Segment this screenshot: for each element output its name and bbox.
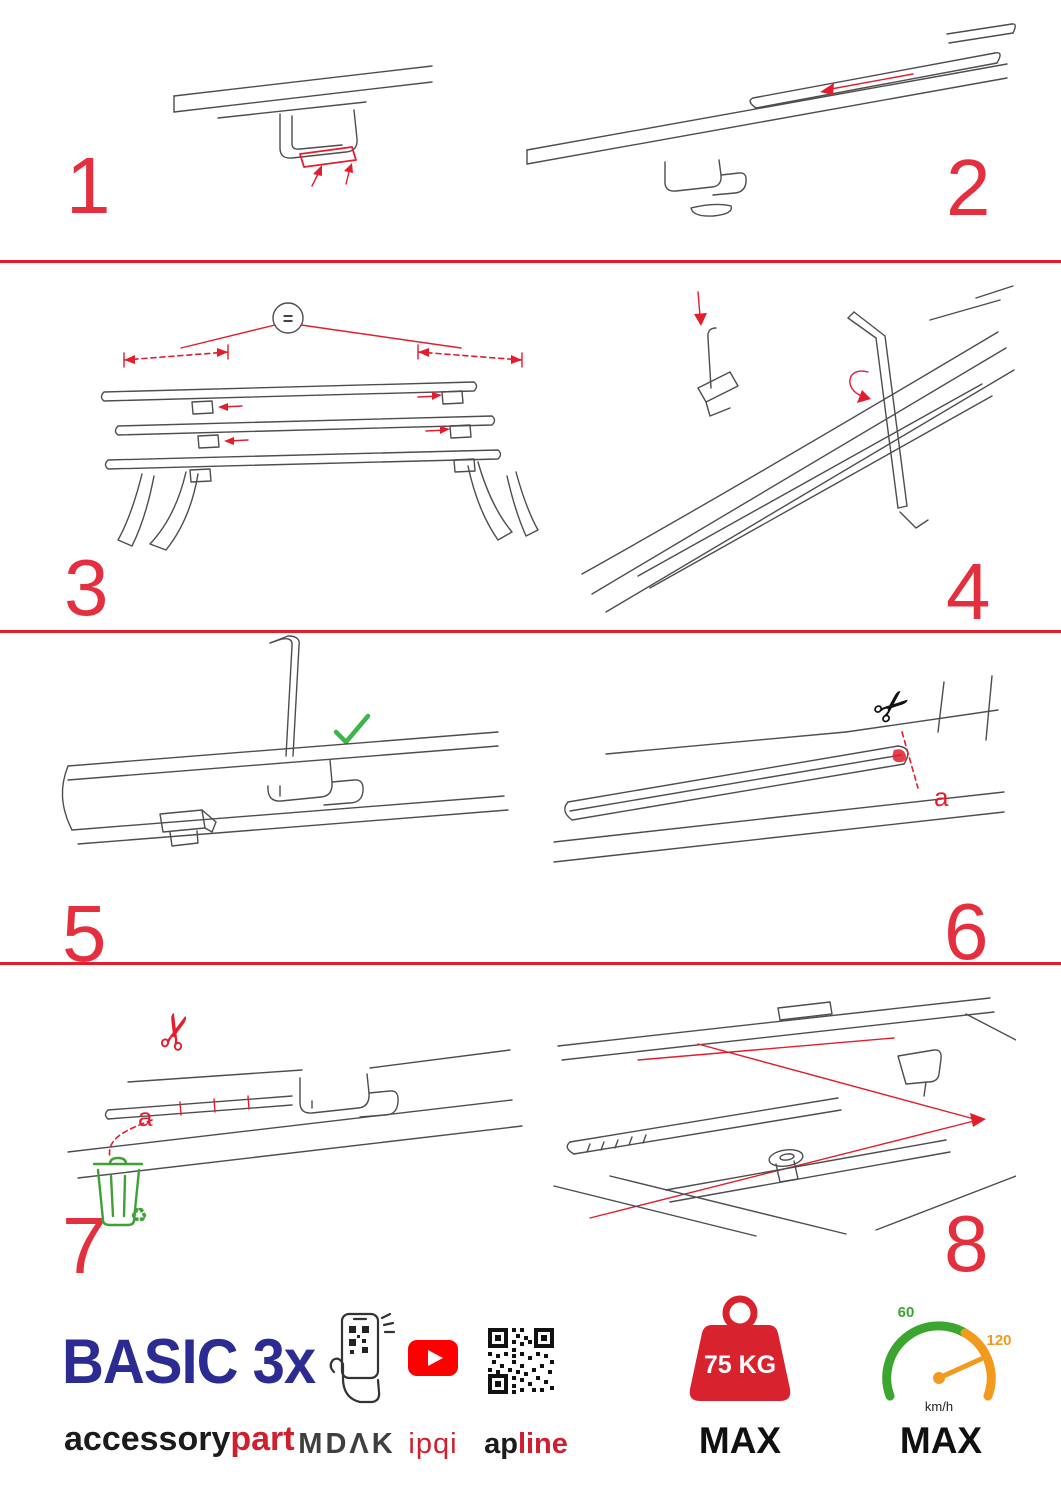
cut-point-label: a bbox=[138, 1102, 153, 1132]
step-3-number: 3 bbox=[64, 543, 109, 632]
divider-3 bbox=[0, 962, 1061, 965]
step-2-number: 2 bbox=[946, 143, 991, 232]
equal-spacing-symbol: = bbox=[283, 309, 294, 329]
step-7-number: 7 bbox=[62, 1201, 107, 1290]
speed-limit-icon: 60 120 km/h bbox=[882, 1304, 1012, 1414]
phone-scan-icon bbox=[329, 1312, 396, 1404]
brand-right: part bbox=[230, 1420, 295, 1458]
scissors-icon: ✂ bbox=[146, 1006, 208, 1059]
step-6-illustration: ✂ a bbox=[553, 675, 1005, 863]
step-4-illustration bbox=[581, 285, 1015, 613]
brand-left: accessory bbox=[64, 1420, 231, 1458]
divider-2 bbox=[0, 630, 1061, 633]
step-2-illustration bbox=[526, 23, 1016, 217]
step-8-illustration bbox=[553, 997, 1016, 1237]
partner-apline: apline bbox=[484, 1428, 568, 1460]
weight-max-label: MAX bbox=[698, 1420, 782, 1461]
qr-code bbox=[488, 1328, 554, 1394]
product-name: BASIC 3x bbox=[62, 1327, 316, 1398]
divider-1 bbox=[0, 260, 1061, 263]
step-1-number: 1 bbox=[66, 141, 111, 230]
speed-low-tick: 60 bbox=[898, 1304, 915, 1321]
weight-value: 75 KG bbox=[704, 1351, 776, 1379]
step-8-number: 8 bbox=[944, 1199, 989, 1288]
partner-mdak: MDΛK bbox=[298, 1428, 396, 1460]
speed-unit: km/h bbox=[925, 1399, 953, 1414]
step-3-illustration: = bbox=[100, 302, 539, 551]
brand-wordmark: accessorypart bbox=[64, 1420, 295, 1459]
cut-point-label: a bbox=[934, 782, 949, 812]
weight-limit-icon: 75 KG bbox=[689, 1295, 791, 1401]
step-1-illustration bbox=[173, 65, 433, 187]
step-5-number: 5 bbox=[62, 889, 107, 978]
recycle-icon: ♻ bbox=[130, 1205, 148, 1227]
step-6-number: 6 bbox=[944, 887, 989, 976]
partner-ipqi: ipqi bbox=[408, 1428, 458, 1460]
youtube-icon bbox=[408, 1340, 458, 1376]
step-4-number: 4 bbox=[946, 547, 991, 636]
speed-max-label: MAX bbox=[899, 1420, 983, 1461]
speed-high-tick: 120 bbox=[986, 1332, 1011, 1349]
step-5-illustration bbox=[61, 635, 509, 847]
step-7-illustration: ✂ a ♻ bbox=[67, 1006, 523, 1227]
check-icon bbox=[333, 713, 371, 745]
